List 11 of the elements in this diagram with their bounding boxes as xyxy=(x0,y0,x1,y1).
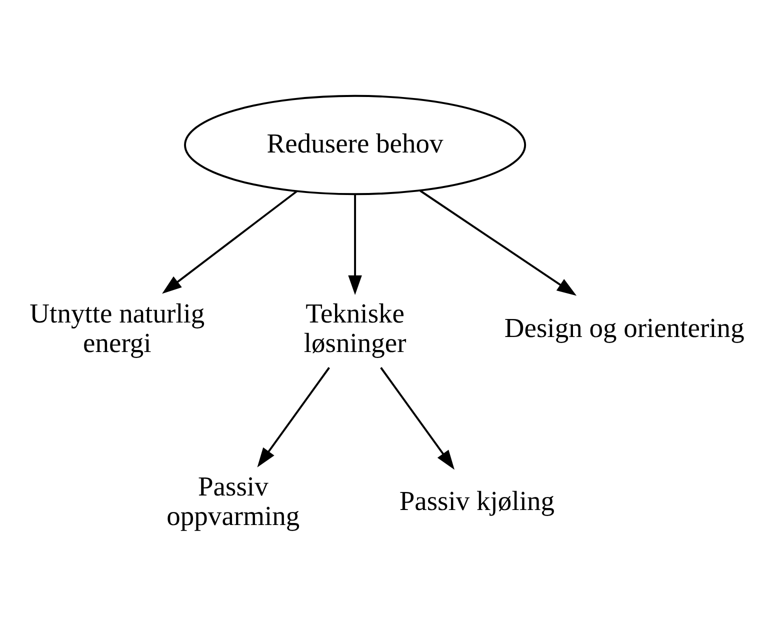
arrow xyxy=(420,189,577,296)
node-text: Utnytte naturlig energi xyxy=(30,296,205,358)
arrow xyxy=(380,366,454,470)
node-text: Passiv kjøling xyxy=(399,484,555,516)
node-text: Design og orientering xyxy=(504,312,744,343)
arrow xyxy=(162,190,298,294)
node-ellipse: Redusere behov xyxy=(184,94,526,195)
arrow xyxy=(257,366,330,467)
node-text: Tekniske løsninger xyxy=(304,296,406,358)
node-text: Passiv oppvarming xyxy=(166,470,300,530)
arrow xyxy=(348,194,362,295)
